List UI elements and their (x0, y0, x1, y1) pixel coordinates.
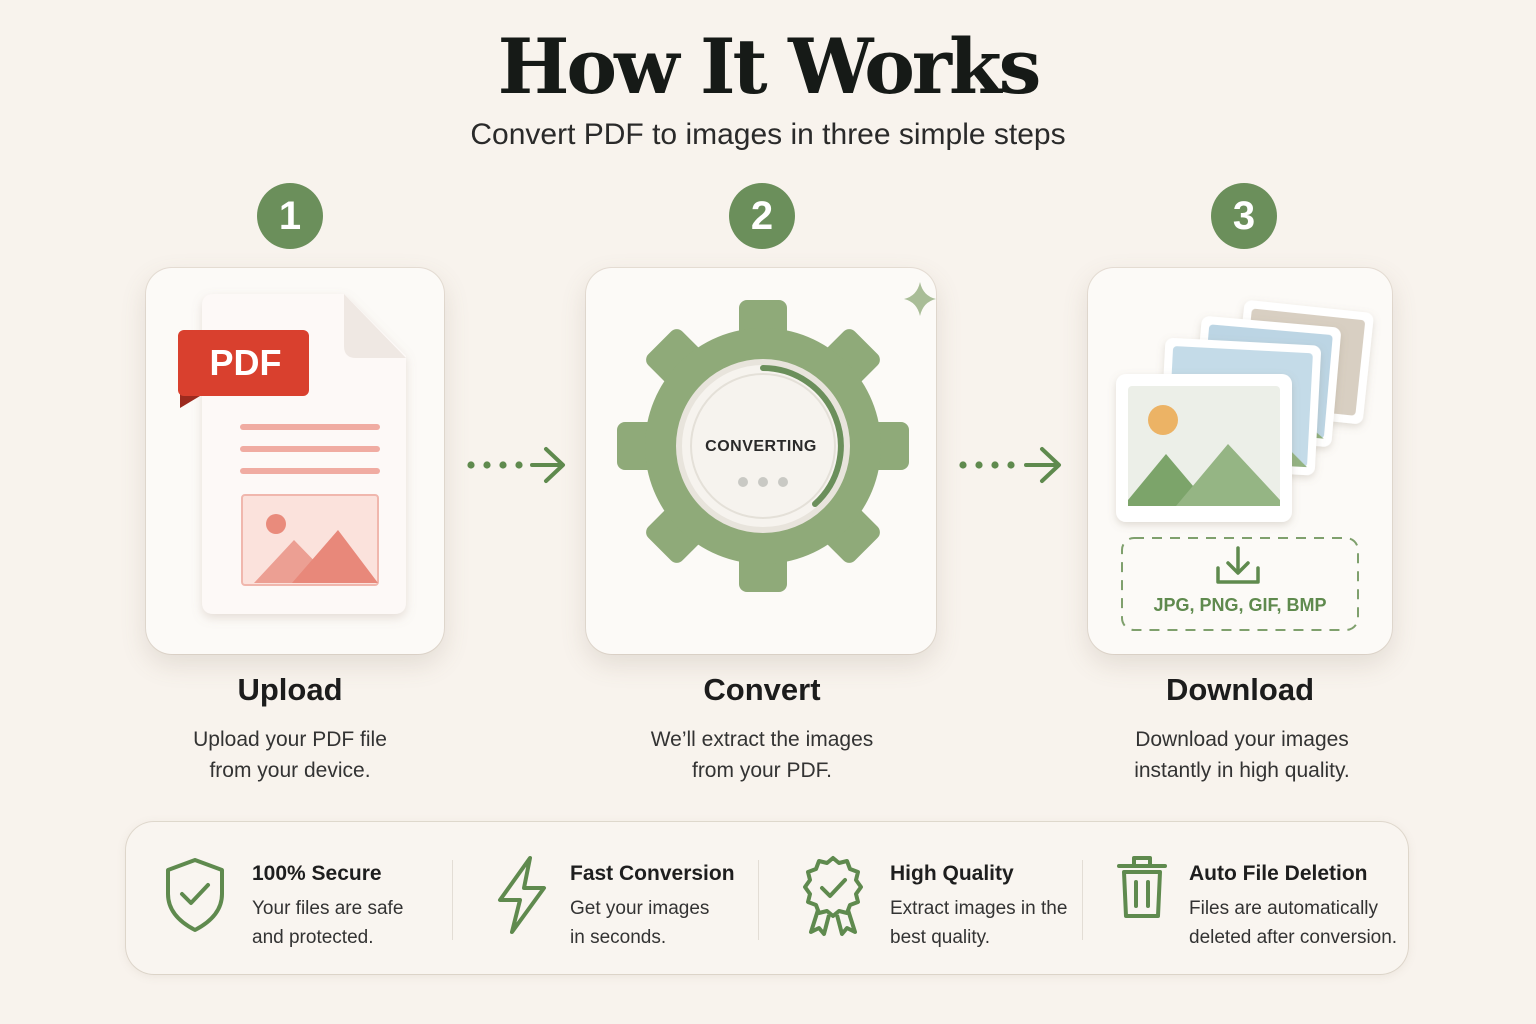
feature-title: Auto File Deletion (1189, 862, 1368, 885)
shield-check-icon (166, 858, 224, 932)
feature-secure: 100% Secure Your files are safe and prot… (160, 822, 450, 974)
page-title: How It Works (497, 22, 1042, 111)
feature-title: 100% Secure (252, 862, 382, 885)
step-3-title: Download (1165, 672, 1315, 707)
feature-title: High Quality (890, 862, 1014, 885)
converting-status: CONVERTING (705, 438, 817, 455)
feature-desc-line: Get your images (570, 898, 710, 919)
feature-quality: High Quality Extract images in the best … (800, 822, 1080, 974)
feature-desc-line: Files are automatically (1189, 898, 1379, 919)
feature-desc-line: and protected. (252, 927, 374, 948)
step-1-desc-line: from your device. (209, 759, 371, 782)
step-2-badge: 2 (729, 183, 795, 249)
step-1-desc-line: Upload your PDF file (193, 728, 387, 751)
feature-desc-line: in seconds. (570, 927, 667, 948)
pdf-label: PDF (209, 342, 282, 383)
step-3-desc-line: instantly in high quality. (1134, 759, 1350, 782)
arrow-right-icon (959, 447, 1061, 483)
upload-card[interactable]: PDF (146, 268, 444, 654)
feature-desc-line: Your files are safe (252, 898, 404, 919)
award-badge-icon (803, 856, 863, 936)
step-3-desc-line: Download your images (1135, 728, 1349, 751)
feature-desc-line: deleted after conversion. (1189, 927, 1398, 948)
feature-divider (758, 860, 759, 940)
feature-fast: Fast Conversion Get your images in secon… (492, 822, 762, 974)
feature-auto-delete: Auto File Deletion Files are automatical… (1116, 822, 1406, 974)
step-2-desc-line: We’ll extract the images (650, 728, 874, 751)
step-3-badge: 3 (1211, 183, 1277, 249)
lightning-icon (498, 856, 546, 934)
feature-description: Get your images in seconds. (570, 894, 709, 952)
feature-divider (452, 860, 453, 940)
feature-desc-line: Extract images in the (890, 898, 1068, 919)
download-card[interactable]: JPG, PNG, GIF, BMP (1088, 268, 1392, 654)
download-icon (1216, 546, 1260, 584)
pdf-document-icon (178, 294, 406, 614)
format-list: JPG, PNG, GIF, BMP (1153, 595, 1327, 615)
image-stack-icon (1116, 300, 1374, 631)
convert-card[interactable]: CONVERTING (586, 268, 936, 654)
features-bar: 100% Secure Your files are safe and prot… (126, 822, 1408, 974)
page-subtitle: Convert PDF to images in three simple st… (470, 118, 1066, 151)
step-1-badge: 1 (257, 183, 323, 249)
step-2-desc-line: from your PDF. (691, 759, 833, 782)
feature-desc-line: best quality. (890, 927, 990, 948)
trash-icon (1117, 856, 1167, 918)
feature-title: Fast Conversion (570, 862, 735, 885)
arrow-right-icon (467, 447, 565, 483)
step-1-title: Upload (237, 672, 343, 707)
step-3-description: Download your images instantly in high q… (1042, 724, 1442, 786)
feature-description: Extract images in the best quality. (890, 894, 1067, 952)
feature-description: Your files are safe and protected. (252, 894, 403, 952)
feature-description: Files are automatically deleted after co… (1189, 894, 1397, 952)
step-1-description: Upload your PDF file from your device. (90, 724, 490, 786)
step-2-title: Convert (703, 672, 821, 707)
step-2-description: We’ll extract the images from your PDF. (562, 724, 962, 786)
gear-icon (617, 282, 936, 592)
feature-divider (1082, 860, 1083, 940)
